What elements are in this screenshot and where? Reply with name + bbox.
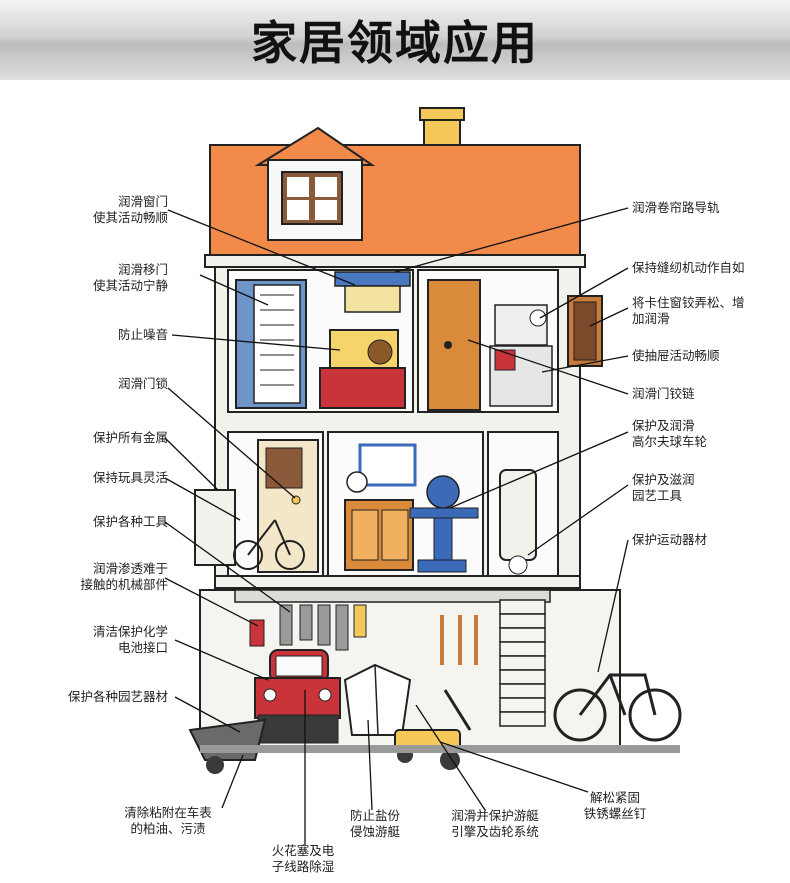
label-sliding-door: 润滑移门 使其活动宁静: [92, 262, 168, 293]
title-banner: [0, 0, 790, 80]
label-spark-plug: 火花塞及电 子线路除湿: [271, 843, 335, 874]
label-door-hinge: 润滑门铰链: [632, 386, 695, 401]
label-hinge-stuck: 将卡住窗铰弄松、增 加润滑: [632, 295, 745, 326]
label-garden-tools: 保护及滋润 园艺工具: [632, 472, 695, 503]
label-tar-stain: 清除粘附在车表 的柏油、污渍: [124, 805, 212, 836]
leader-lines: [164, 207, 629, 845]
label-golf-cart: 保护及润滑 高尔夫球车轮: [632, 418, 708, 449]
page-title: 家居领域应用: [251, 16, 539, 70]
label-boat-engine: 润滑并保护游艇 引擎及齿轮系统: [451, 808, 539, 839]
label-tools: 保护各种工具: [92, 514, 168, 529]
label-metal: 保护所有金属: [92, 430, 168, 445]
label-salt-corrosion: 防止盐份 侵蚀游艇: [349, 808, 400, 839]
label-door-lock: 润滑门锁: [117, 376, 168, 391]
label-noise: 防止噪音: [117, 327, 168, 342]
label-machine-parts: 润滑渗透难于 接触的机械部件: [80, 561, 168, 592]
label-garden-equipment: 保护各种园艺器材: [67, 689, 168, 704]
label-toys: 保持玩具灵活: [92, 470, 168, 485]
label-sports: 保护运动器材: [632, 532, 708, 547]
label-blind-rail: 润滑卷帘路导轨: [632, 200, 720, 215]
label-window-door: 润滑窗门 使其活动畅顺: [92, 194, 168, 225]
label-sewing-machine: 保持缝纫机动作自如: [632, 260, 745, 275]
label-battery: 清洁保护化学 电池接口: [92, 624, 168, 655]
label-rusty-screws: 解松紧固 铁锈螺丝钉: [583, 790, 647, 821]
label-drawer: 使抽屉活动畅顺: [632, 348, 720, 363]
